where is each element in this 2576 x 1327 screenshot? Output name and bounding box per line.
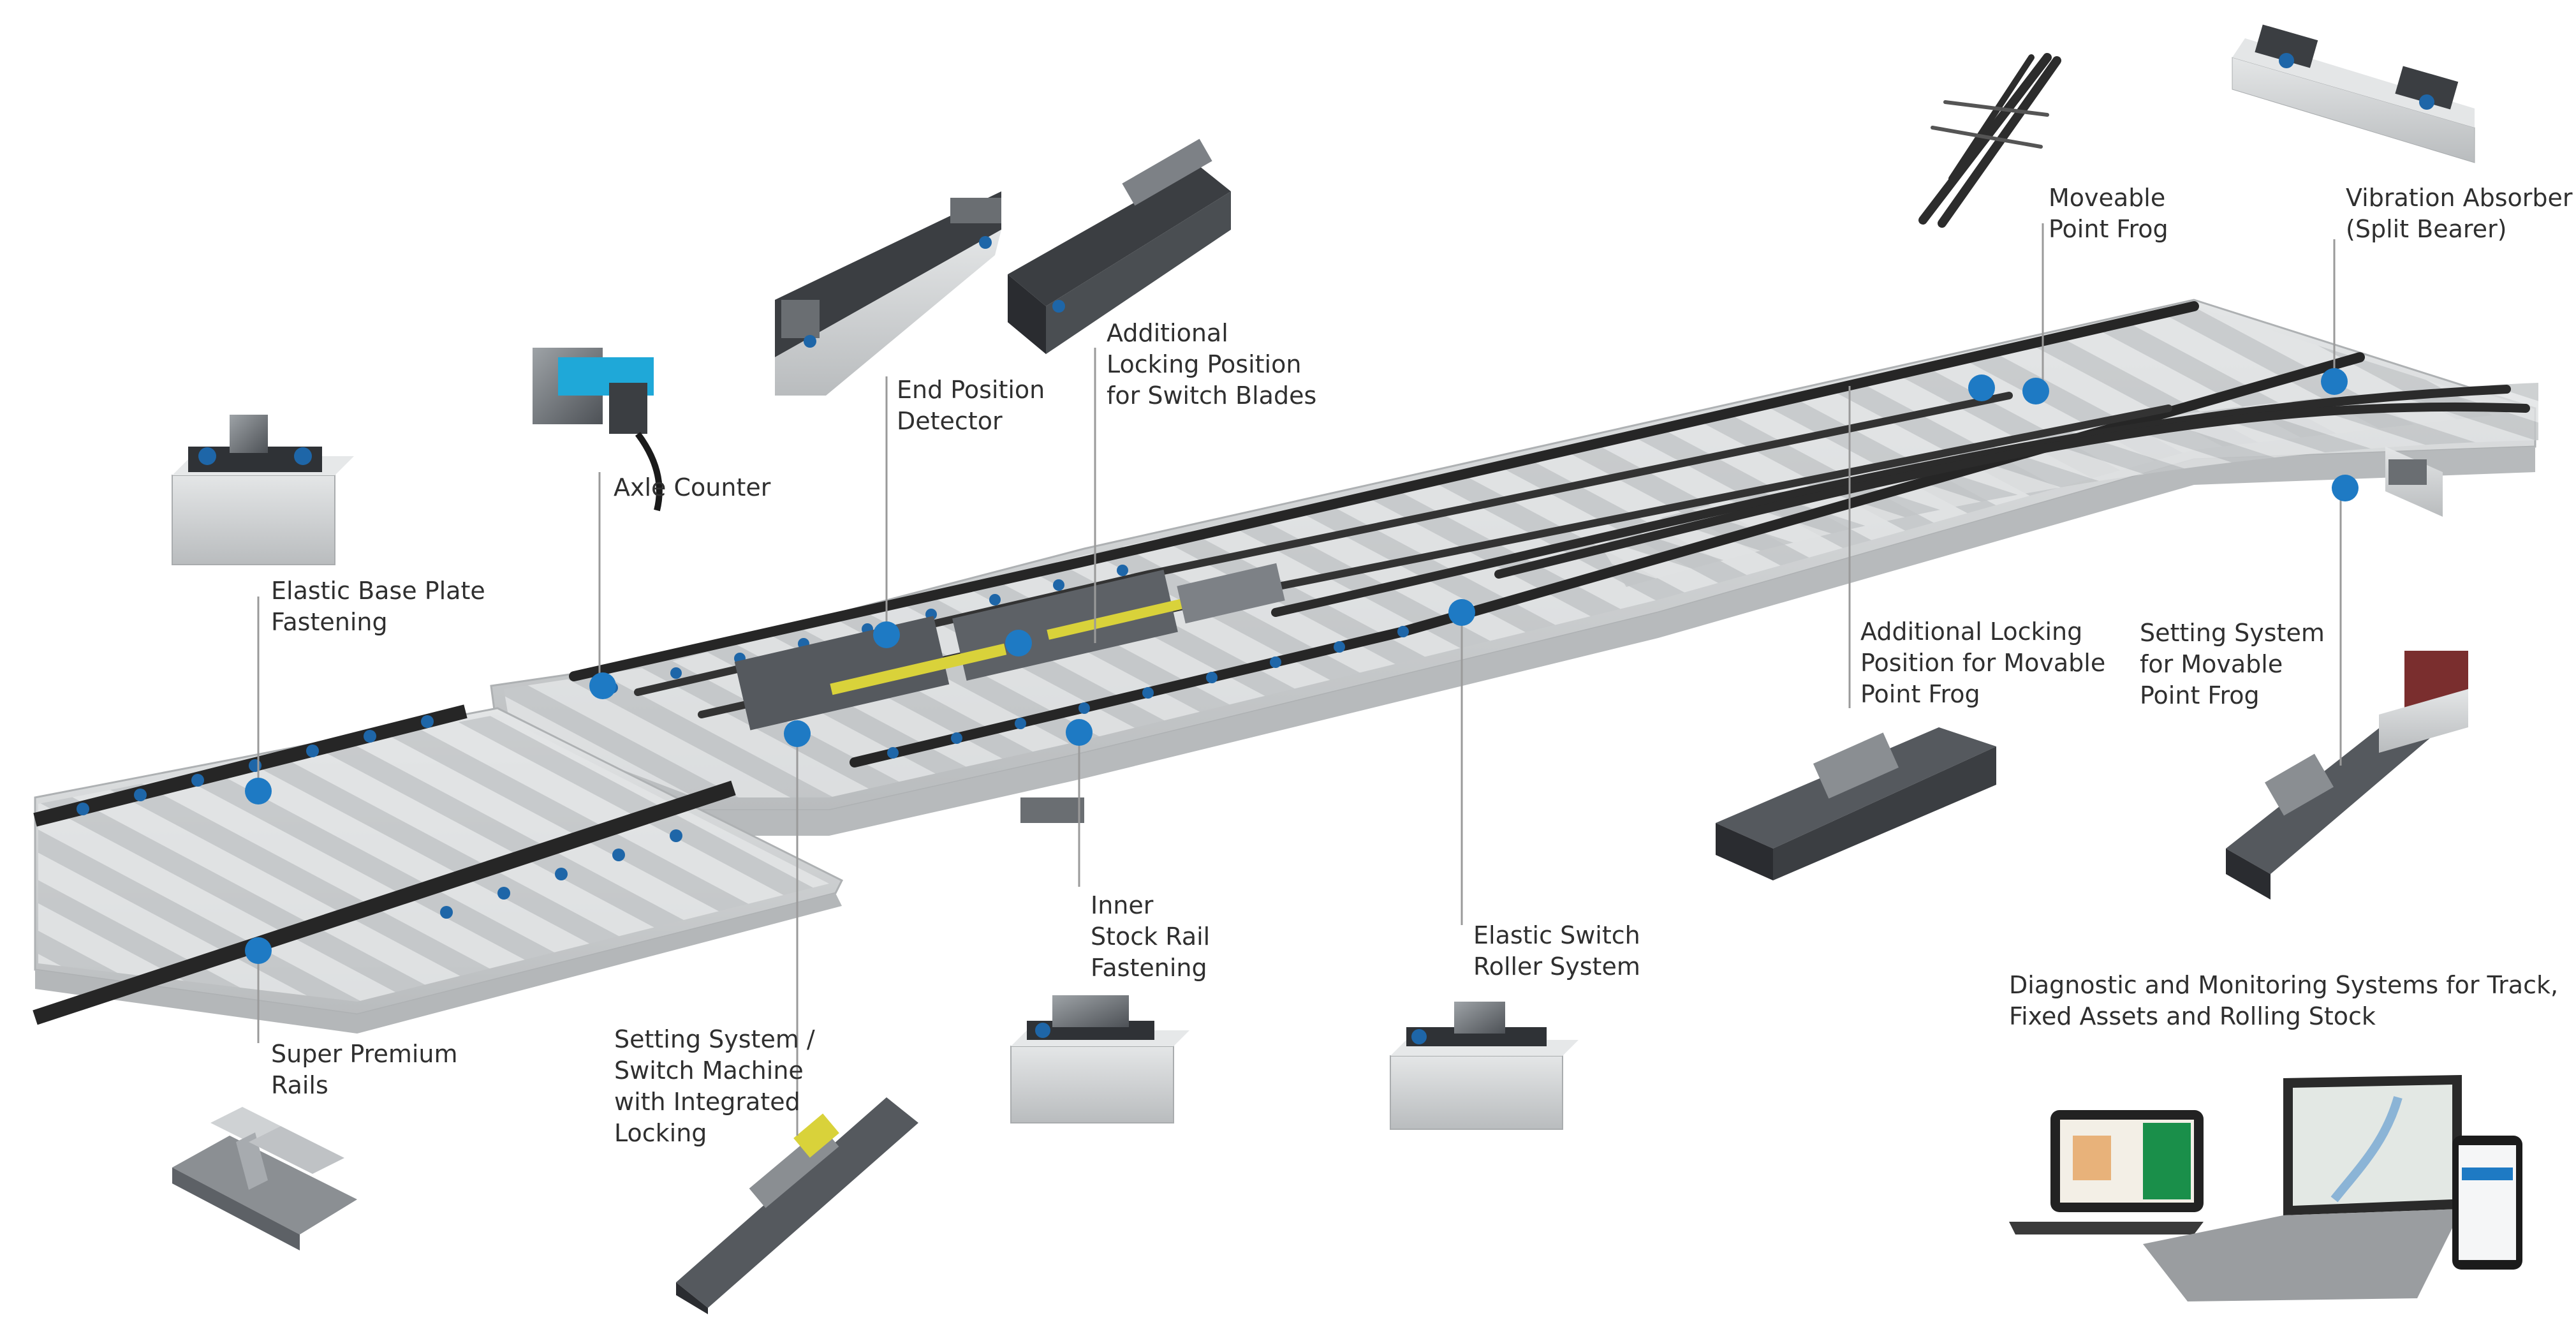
diverging-track-bed — [1594, 383, 2538, 587]
label-setting-system-frog: Setting System for Movable Point Frog — [2140, 619, 2325, 709]
hotspot-inner-stock-rail[interactable] — [1066, 719, 1093, 746]
label-end-position-detector: End Position Detector — [897, 376, 1045, 435]
hotspot-end-position-detector[interactable] — [873, 621, 900, 648]
label-additional-locking-blades: Additional Locking Position for Switch B… — [1107, 319, 1317, 410]
additional-locking-frog-illustration — [1716, 727, 1996, 880]
label-additional-locking-frog: Additional Locking Position for Movable … — [1860, 618, 2106, 708]
label-elastic-base-plate: Elastic Base Plate Fastening — [271, 577, 485, 636]
label-setting-system-switch: Setting System / Switch Machine with Int… — [614, 1025, 815, 1147]
hotspot-moveable-point-frog-2[interactable] — [2022, 378, 2049, 404]
hotspot-setting-system-frog[interactable] — [2332, 475, 2359, 501]
plain-track-front — [35, 893, 842, 1034]
label-inner-stock-rail: Inner Stock Rail Fastening — [1091, 891, 1211, 982]
vibration-absorber-illustration — [2232, 24, 2475, 163]
turnout-sleepers — [504, 306, 2526, 797]
label-super-premium-rails: Super Premium Rails — [271, 1040, 458, 1099]
plain-track-sleepers — [38, 715, 829, 1002]
laptop-icon — [2143, 1075, 2462, 1301]
frog-bracket-illustration — [2385, 447, 2443, 517]
diverging-rail-2 — [1494, 402, 2530, 579]
tablet-icon — [2009, 1110, 2204, 1234]
hotspot-super-premium-rails[interactable] — [245, 937, 272, 964]
hotspot-setting-system-switch[interactable] — [784, 720, 811, 747]
plain-rail-front — [33, 780, 736, 1025]
plain-track-section — [33, 704, 844, 1034]
hotspot-moveable-point-frog-1[interactable] — [1968, 374, 1995, 401]
hotspot-axle-counter[interactable] — [589, 672, 616, 699]
hotspot-vibration-absorber[interactable] — [2321, 368, 2348, 395]
inner-stock-rail-illustration — [1010, 995, 1189, 1123]
label-axle-counter: Axle Counter — [614, 473, 771, 501]
elastic-switch-roller-illustration — [1390, 1002, 1579, 1130]
stock-rail-outer — [569, 301, 2199, 681]
elastic-base-plate-illustration — [172, 415, 354, 565]
diverging-rail-1 — [1271, 385, 2511, 617]
moveable-point-frog-illustration — [1918, 53, 2061, 228]
switch-machine-illustration — [676, 1097, 918, 1314]
diagnostic-devices — [2009, 1075, 2522, 1301]
leader-lines — [257, 223, 2342, 1136]
label-diagnostic: Diagnostic and Monitoring Systems for Tr… — [2009, 971, 2559, 1030]
hotspot-elastic-base-plate[interactable] — [245, 778, 272, 804]
label-vibration-absorber: Vibration Absorber (Split Bearer) — [2346, 184, 2573, 243]
additional-locking-blades-illustration — [1008, 138, 1231, 354]
hotspot-elastic-switch-roller[interactable] — [1448, 599, 1475, 626]
hotspots — [245, 368, 2359, 964]
phone-icon — [2452, 1136, 2522, 1270]
end-position-detector-illustration — [775, 191, 1001, 396]
rail-profile-illustration — [172, 1107, 357, 1250]
axle-counter-illustration — [533, 348, 663, 512]
hotspot-additional-locking-blades[interactable] — [1005, 630, 1032, 656]
label-elastic-switch-roller: Elastic Switch Roller System — [1473, 921, 1640, 981]
setting-system-frog-illustration — [2226, 651, 2468, 900]
label-moveable-point-frog: Moveable Point Frog — [2049, 184, 2168, 243]
